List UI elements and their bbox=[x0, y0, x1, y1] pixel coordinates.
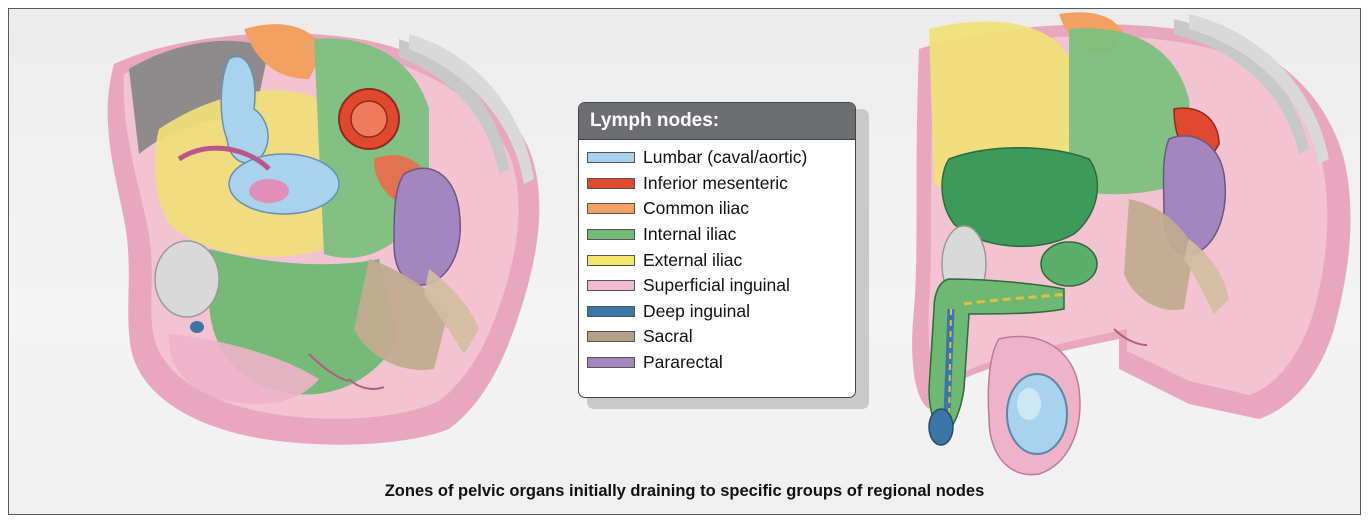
legend-swatch bbox=[587, 229, 635, 240]
legend-item: Superficial inguinal bbox=[587, 273, 855, 299]
legend-swatch bbox=[587, 203, 635, 214]
legend-item: Inferior mesenteric bbox=[587, 171, 855, 197]
legend-item: Internal iliac bbox=[587, 222, 855, 248]
legend-label: Lumbar (caval/aortic) bbox=[643, 147, 807, 168]
legend-label: Common iliac bbox=[643, 198, 749, 219]
legend-swatch bbox=[587, 280, 635, 291]
figure-caption: Zones of pelvic organs initially drainin… bbox=[9, 482, 1360, 501]
legend-item: Pararectal bbox=[587, 350, 855, 376]
legend-title: Lymph nodes: bbox=[579, 103, 855, 140]
legend-label: External iliac bbox=[643, 250, 742, 271]
male-pelvis-illustration bbox=[889, 9, 1359, 489]
legend-swatch bbox=[587, 152, 635, 163]
legend: Lymph nodes: Lumbar (caval/aortic) Inferi… bbox=[578, 102, 856, 398]
legend-swatch bbox=[587, 178, 635, 189]
legend-item: Sacral bbox=[587, 324, 855, 350]
legend-label: Superficial inguinal bbox=[643, 275, 790, 296]
legend-label: Sacral bbox=[643, 326, 693, 347]
legend-item: Deep inguinal bbox=[587, 299, 855, 325]
legend-swatch bbox=[587, 331, 635, 342]
legend-swatch bbox=[587, 306, 635, 317]
legend-swatch bbox=[587, 255, 635, 266]
female-pelvis-illustration bbox=[69, 9, 599, 449]
legend-item: Lumbar (caval/aortic) bbox=[587, 145, 855, 171]
legend-item: External iliac bbox=[587, 247, 855, 273]
legend-label: Internal iliac bbox=[643, 224, 736, 245]
figure-frame: Lymph nodes: Lumbar (caval/aortic) Inferi… bbox=[8, 8, 1361, 515]
legend-label: Inferior mesenteric bbox=[643, 173, 788, 194]
legend-item: Common iliac bbox=[587, 196, 855, 222]
legend-swatch bbox=[587, 357, 635, 368]
legend-label: Deep inguinal bbox=[643, 301, 750, 322]
legend-label: Pararectal bbox=[643, 352, 723, 373]
legend-list: Lumbar (caval/aortic) Inferior mesenteric… bbox=[579, 140, 855, 375]
